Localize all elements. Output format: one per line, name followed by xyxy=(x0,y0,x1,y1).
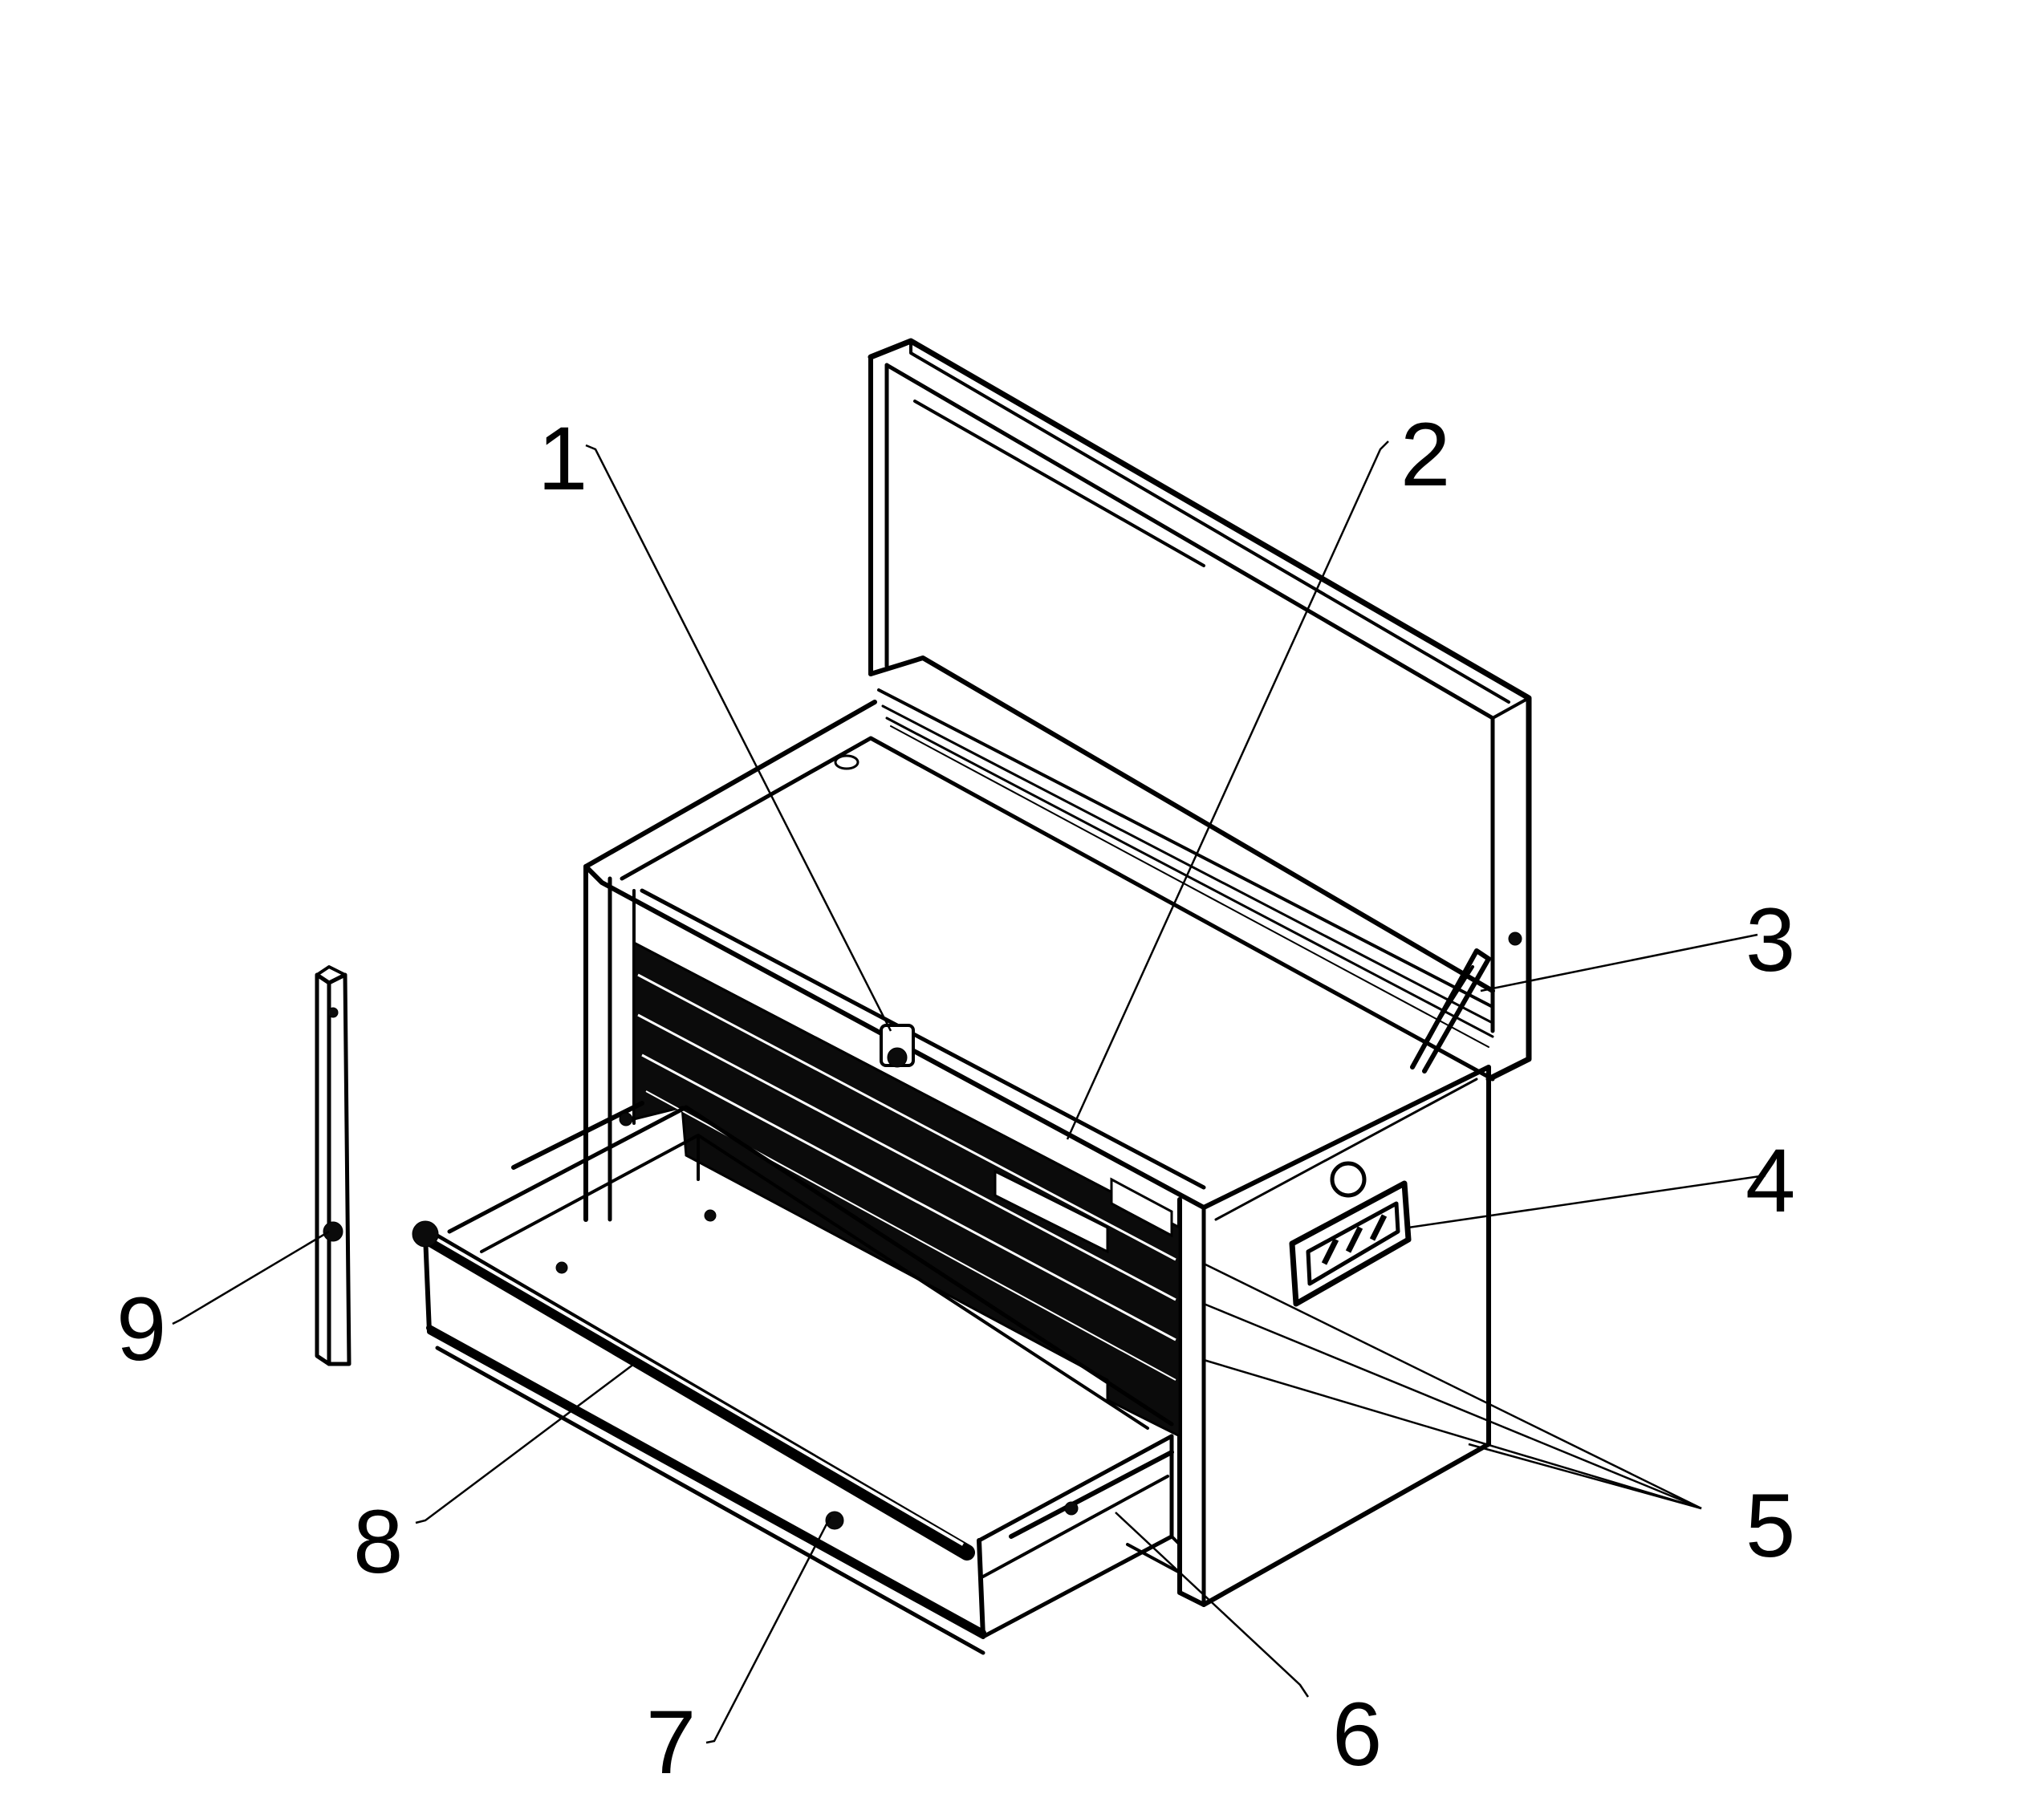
callout-label-9: 9 xyxy=(116,1279,166,1379)
callout-label-6: 6 xyxy=(1332,1684,1382,1784)
callout-label-4: 4 xyxy=(1745,1130,1795,1231)
callout-label-3: 3 xyxy=(1745,890,1795,990)
detached-strip xyxy=(315,965,352,1366)
callout-labels: 1 2 3 4 5 6 7 8 9 xyxy=(116,404,1795,1792)
side-handle xyxy=(1289,1161,1412,1307)
closed-drawers xyxy=(632,940,1181,1439)
callout-label-7: 7 xyxy=(646,1692,696,1792)
callout-label-5: 5 xyxy=(1745,1475,1795,1576)
lid xyxy=(868,338,1532,1082)
callout-label-8: 8 xyxy=(353,1492,403,1592)
callout-label-1: 1 xyxy=(538,408,587,509)
gas-strut xyxy=(1410,948,1491,1074)
leader-lines xyxy=(172,440,1766,1744)
callout-label-2: 2 xyxy=(1400,404,1450,505)
open-drawer xyxy=(412,1101,1181,1655)
